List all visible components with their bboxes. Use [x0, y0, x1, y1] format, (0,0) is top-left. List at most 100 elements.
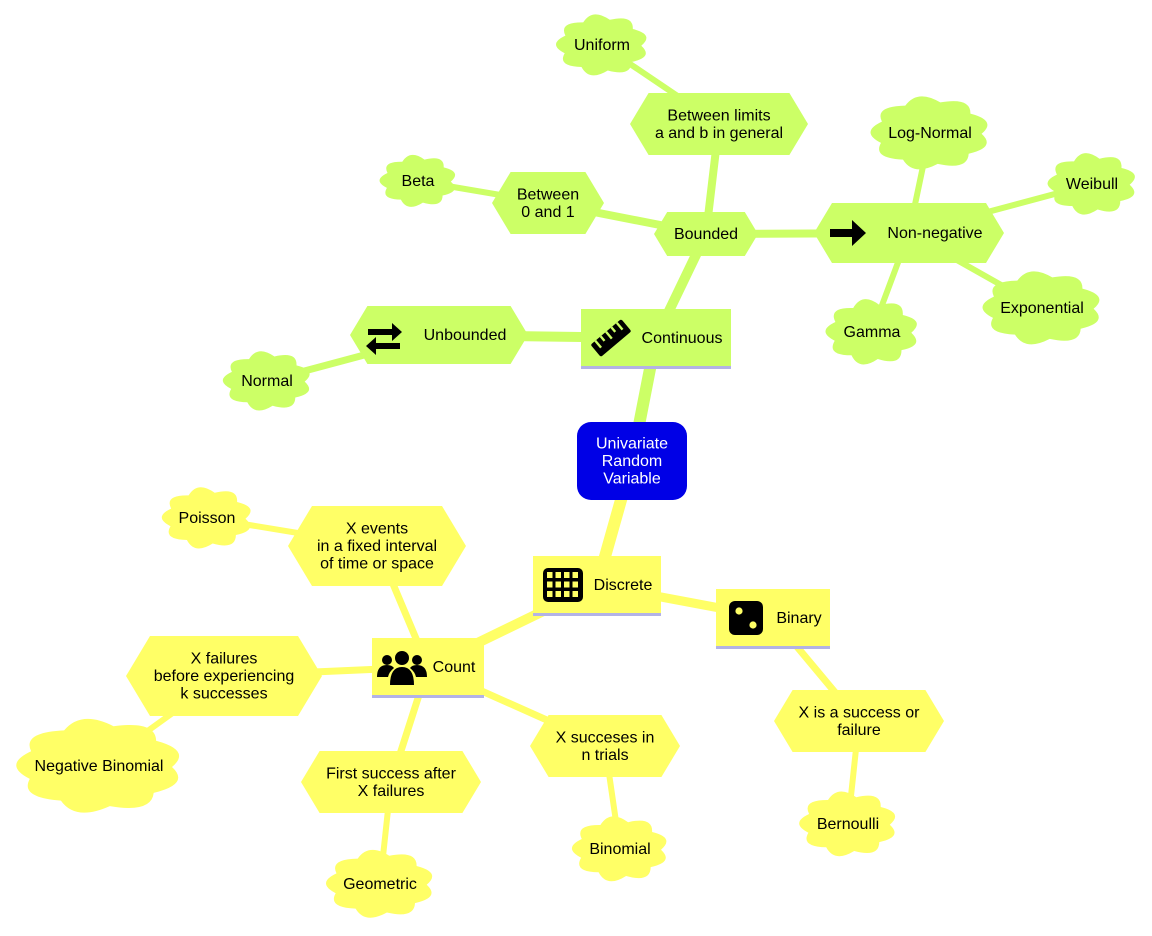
node-discrete[interactable]: Discrete — [533, 556, 661, 616]
node-label-line: X failures — [191, 651, 258, 668]
node-shape — [825, 299, 917, 365]
node-shape — [654, 212, 758, 256]
node-label-line: of time or space — [320, 556, 434, 573]
node-shape — [350, 306, 528, 364]
node-shape — [556, 14, 647, 76]
node-shape — [870, 96, 988, 170]
node-label-line: Discrete — [594, 577, 653, 594]
node-label-line: Univariate — [596, 436, 668, 453]
node-underline — [716, 646, 830, 649]
node-negbinomial[interactable]: Negative Binomial — [16, 718, 180, 813]
node-label-line: X succeses in — [556, 729, 655, 746]
node-shape — [571, 816, 667, 882]
node-bernoulli[interactable]: Bernoulli — [799, 791, 896, 857]
node-nonneg[interactable]: Non-negative — [814, 203, 1004, 263]
node-label-line: X events — [346, 521, 408, 538]
dice-icon — [729, 601, 763, 635]
node-shape — [126, 636, 322, 716]
node-shape — [325, 849, 433, 918]
ruler-icon — [591, 319, 631, 357]
node-count[interactable]: Count — [372, 638, 484, 698]
node-shape — [982, 271, 1100, 345]
arrow-right-icon — [830, 220, 866, 246]
node-label-line: Variable — [603, 471, 661, 488]
node-label-line: Between — [517, 186, 579, 203]
node-label-line: Normal — [241, 373, 293, 390]
node-label-line: Count — [433, 659, 476, 676]
node-binary[interactable]: Binary — [716, 589, 830, 649]
node-beta[interactable]: Beta — [379, 154, 456, 207]
node-label-line: failure — [837, 722, 881, 739]
node-label-line: Non-negative — [887, 225, 982, 242]
node-label-line: First success after — [326, 765, 456, 782]
node-label-line: in a fixed interval — [317, 538, 437, 555]
node-label-line: Negative Binomial — [35, 758, 164, 775]
node-shape — [530, 715, 680, 777]
grid-icon — [543, 568, 583, 602]
node-shape — [222, 351, 310, 411]
node-label-line: Between limits — [667, 107, 770, 124]
node-underline — [581, 366, 731, 369]
node-label-line: a and b in general — [655, 125, 783, 142]
node-poisson[interactable]: Poisson — [161, 487, 251, 549]
node-label-line: Poisson — [179, 510, 236, 527]
node-label-line: Exponential — [1000, 300, 1084, 317]
node-label-line: Geometric — [343, 876, 417, 893]
node-label-line: Bernoulli — [817, 816, 879, 833]
node-shape — [1047, 153, 1135, 215]
node-label-line: 0 and 1 — [521, 204, 574, 221]
node-unbounded[interactable]: Unbounded — [350, 306, 528, 364]
node-label-line: X is a success or — [799, 704, 921, 721]
node-label-line: Beta — [402, 173, 435, 190]
node-shape — [288, 506, 466, 586]
node-underline — [533, 613, 661, 616]
node-shape — [630, 93, 808, 155]
node-label-line: Unbounded — [424, 327, 507, 344]
node-label-line: X failures — [358, 783, 425, 800]
node-shape — [577, 422, 687, 500]
node-normal[interactable]: Normal — [222, 351, 310, 411]
node-exponential[interactable]: Exponential — [982, 271, 1100, 345]
node-label-line: Gamma — [844, 324, 901, 341]
node-label-line: before experiencing — [154, 668, 295, 685]
node-uniform[interactable]: Uniform — [556, 14, 647, 76]
node-shape — [799, 791, 896, 857]
node-weibull[interactable]: Weibull — [1047, 153, 1135, 215]
node-shape — [301, 751, 481, 813]
node-underline — [372, 695, 484, 698]
node-label-line: k successes — [180, 686, 267, 703]
users-icon — [377, 651, 427, 685]
node-label-line: Uniform — [574, 37, 630, 54]
node-shape — [492, 172, 604, 234]
node-label-line: Weibull — [1066, 176, 1118, 193]
node-label-line: Binomial — [589, 841, 650, 858]
node-label-line: Bounded — [674, 226, 738, 243]
node-shape — [16, 718, 180, 813]
node-shape — [379, 154, 456, 207]
node-label-line: Random — [602, 453, 662, 470]
node-continuous[interactable]: Continuous — [581, 309, 731, 369]
node-label-line: Continuous — [642, 330, 723, 347]
node-lognormal[interactable]: Log-Normal — [870, 96, 988, 170]
node-geometric[interactable]: Geometric — [325, 849, 433, 918]
node-label-line: Binary — [776, 610, 821, 627]
node-shape — [161, 487, 251, 549]
node-label-line: n trials — [581, 747, 628, 764]
node-xsuccesses[interactable]: X succeses inn trials — [530, 715, 680, 777]
node-binomial[interactable]: Binomial — [571, 816, 667, 882]
node-bounded[interactable]: Bounded — [654, 212, 758, 256]
node-label-line: Log-Normal — [888, 125, 972, 142]
node-shape — [814, 203, 1004, 263]
node-shape — [774, 690, 944, 752]
swap-arrows-icon — [366, 323, 402, 355]
node-gamma[interactable]: Gamma — [825, 299, 917, 365]
